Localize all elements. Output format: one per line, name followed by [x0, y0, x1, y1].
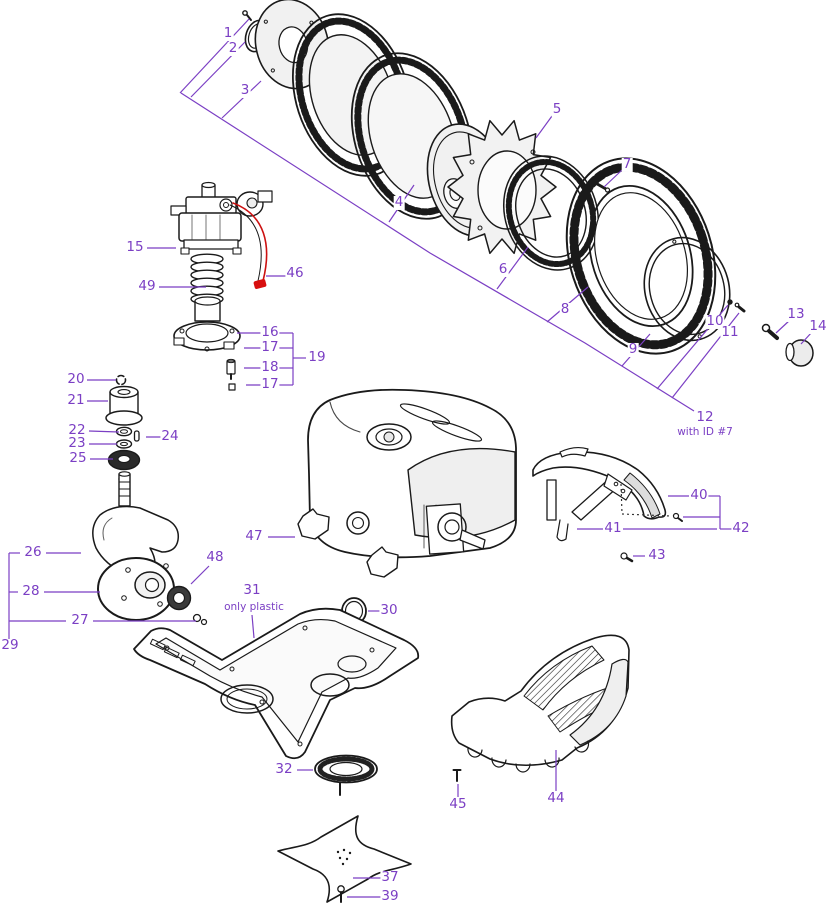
part-chassis-pan-31	[133, 607, 420, 760]
part-main-body	[307, 388, 517, 559]
part-washer-23	[115, 439, 133, 449]
part-bolt-18	[226, 358, 236, 380]
part-tire-8	[565, 157, 717, 355]
leader-line	[88, 430, 120, 433]
leader-line	[496, 246, 529, 290]
part-brackets-47	[297, 508, 399, 578]
leader-line	[671, 312, 740, 399]
part-nut-17b	[228, 383, 236, 391]
part-mount-flange-16-17	[173, 321, 241, 352]
part-screw-42	[672, 512, 683, 522]
part-blade-motor-15	[170, 181, 273, 255]
leader-line	[221, 80, 262, 119]
part-bolt-11	[734, 302, 746, 313]
leader-line	[251, 614, 255, 639]
part-bearing-48	[166, 585, 192, 611]
leader-line	[603, 169, 623, 188]
leader-line	[800, 331, 813, 345]
part-pin-24	[133, 430, 140, 442]
part-screw-10	[727, 299, 733, 305]
part-cap-14	[785, 339, 814, 367]
leader-line	[179, 18, 250, 94]
part-star-blade-37	[277, 815, 412, 903]
part-screw-45	[452, 769, 462, 782]
leader-line	[546, 286, 589, 323]
part-cable-46	[229, 202, 268, 289]
part-screw-43	[620, 552, 634, 563]
leader-line	[190, 41, 246, 98]
part-rim-ring-9	[643, 236, 731, 342]
dotted-lines	[620, 483, 671, 517]
part-screw-39	[337, 885, 345, 903]
leader-line	[180, 92, 695, 412]
part-screw-1	[242, 10, 252, 21]
part-circlip-20	[115, 374, 127, 386]
part-caster-wheel-28	[97, 557, 175, 621]
part-sprocket-5	[447, 119, 557, 255]
part-grille-44	[450, 634, 630, 773]
dotted-reference-line	[621, 513, 671, 517]
part-bellows-spring-49	[190, 253, 224, 322]
dotted-reference-line	[620, 483, 623, 515]
part-screw-27	[192, 613, 208, 626]
leader-line	[775, 319, 791, 334]
part-sleeve-21	[105, 385, 143, 426]
part-fender-40-41	[532, 446, 667, 542]
part-blade-mount-32	[314, 754, 378, 796]
leader-line	[190, 565, 210, 585]
part-washer-22	[115, 426, 133, 437]
part-screw-13	[761, 323, 779, 340]
leader-line	[535, 115, 553, 139]
